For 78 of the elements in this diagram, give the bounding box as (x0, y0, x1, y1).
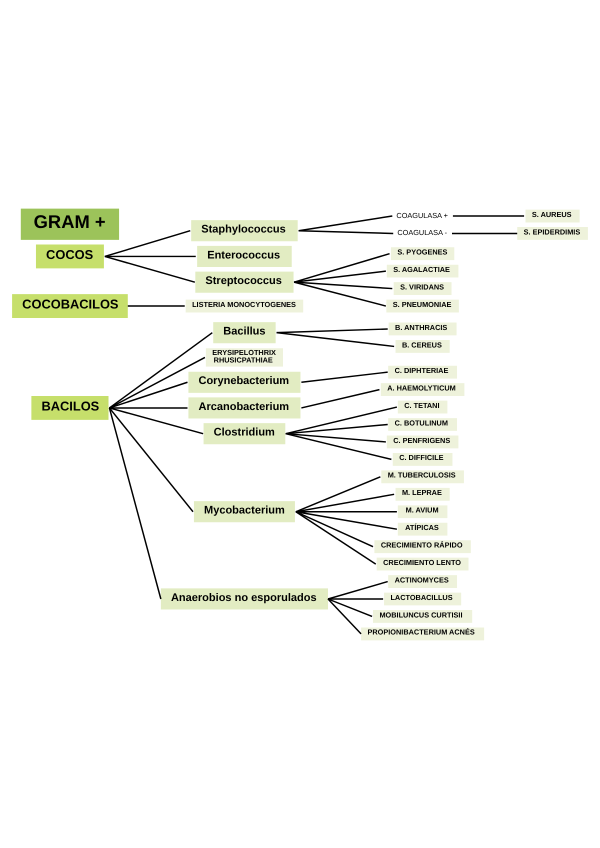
connector (109, 406, 188, 408)
node-box: C. TETANI (398, 400, 448, 413)
node-text: COAGULASA - (397, 228, 448, 237)
connector (328, 598, 384, 600)
connector (296, 510, 374, 547)
connector (296, 510, 397, 512)
node-box: CRECIMIENTO LENTO (376, 557, 469, 570)
node-box: S. AUREUS (525, 209, 580, 222)
connector (104, 255, 196, 257)
node-box: Enterococcus (197, 245, 292, 266)
connector (104, 255, 196, 282)
node-box: Streptococcus (195, 271, 294, 292)
connector (452, 214, 524, 216)
node-box: C. DIFFICILE (392, 452, 452, 466)
node-box: Corynebacterium (188, 371, 300, 392)
connector (296, 493, 394, 512)
node-box: Clostridium (204, 422, 286, 444)
node-box: LISTERIA MONOCYTOGENES (186, 299, 304, 312)
node-box: M. AVIUM (398, 504, 448, 518)
connector (301, 388, 380, 408)
node-box: S. PYOGENES (390, 246, 454, 260)
connector (452, 232, 518, 234)
node-box: M. LEPRAE (396, 487, 450, 500)
node-box: S. VIRIDANS (394, 282, 452, 294)
connector (294, 270, 386, 282)
node-box: Mycobacterium (194, 500, 295, 522)
node-box: S. EPIDERDIMIS (517, 226, 588, 240)
node-box: C. BOTULINUM (388, 418, 458, 430)
node-box: C. PENFRIGENS (386, 435, 458, 448)
node-box: Staphylococcus (191, 220, 298, 241)
connector (276, 331, 394, 347)
connector (104, 230, 190, 257)
connector (276, 328, 388, 333)
node-box: ERYSIPELOTHRIX RHUSICPATHIAE (206, 348, 283, 366)
node-box: MOBILUNCUS CURTISII (373, 610, 472, 622)
node-box: B. CEREUS (396, 340, 450, 352)
node-box: Bacillus (213, 322, 276, 343)
node-box: B. ANTHRACIS (388, 322, 457, 335)
connector (296, 510, 398, 530)
node-box: Anaerobios no esporulados (160, 588, 328, 610)
connector (298, 229, 394, 234)
connector (328, 598, 372, 617)
node-box: A. HAEMOLYTICUM (380, 382, 464, 396)
connector (286, 406, 398, 434)
node-box: COCOBACILOS (12, 294, 128, 318)
connector (109, 332, 213, 408)
connector (294, 280, 392, 289)
node-box: S. PNEUMONIAE (386, 299, 459, 312)
connector (286, 432, 392, 460)
connector (109, 406, 204, 434)
connector (286, 423, 388, 434)
node-box: PROPIONIBACTERIUM ACNÉS (361, 626, 484, 640)
node-box: LACTOBACILLUS (384, 592, 462, 605)
connector (294, 252, 390, 282)
node-box: ACTINOMYCES (388, 574, 458, 588)
connector (109, 356, 206, 408)
node-box: C. DIPHTERIAE (388, 365, 458, 378)
connector (294, 280, 386, 306)
node-box: CRECIMIENTO RÁPIDO (374, 540, 471, 553)
connector (108, 407, 194, 512)
node-box: BACILOS (31, 396, 108, 420)
connector (327, 598, 362, 634)
connector (128, 304, 185, 306)
connector (109, 381, 188, 408)
node-box: Arcanobacterium (188, 396, 300, 418)
connector (328, 580, 388, 600)
connector (298, 214, 392, 231)
connector (286, 432, 386, 442)
connector (301, 370, 388, 382)
node-text: COAGULASA + (396, 210, 448, 220)
node-box: M. TUBERCULOSIS (381, 470, 464, 483)
node-box: COCOS (36, 244, 104, 268)
connector (108, 407, 162, 599)
connector (296, 476, 381, 512)
connector (295, 510, 376, 564)
node-box: GRAM + (20, 208, 120, 240)
node-box: ATÍPICAS (398, 522, 448, 536)
node-box: S. AGALACTIAE (386, 264, 458, 278)
